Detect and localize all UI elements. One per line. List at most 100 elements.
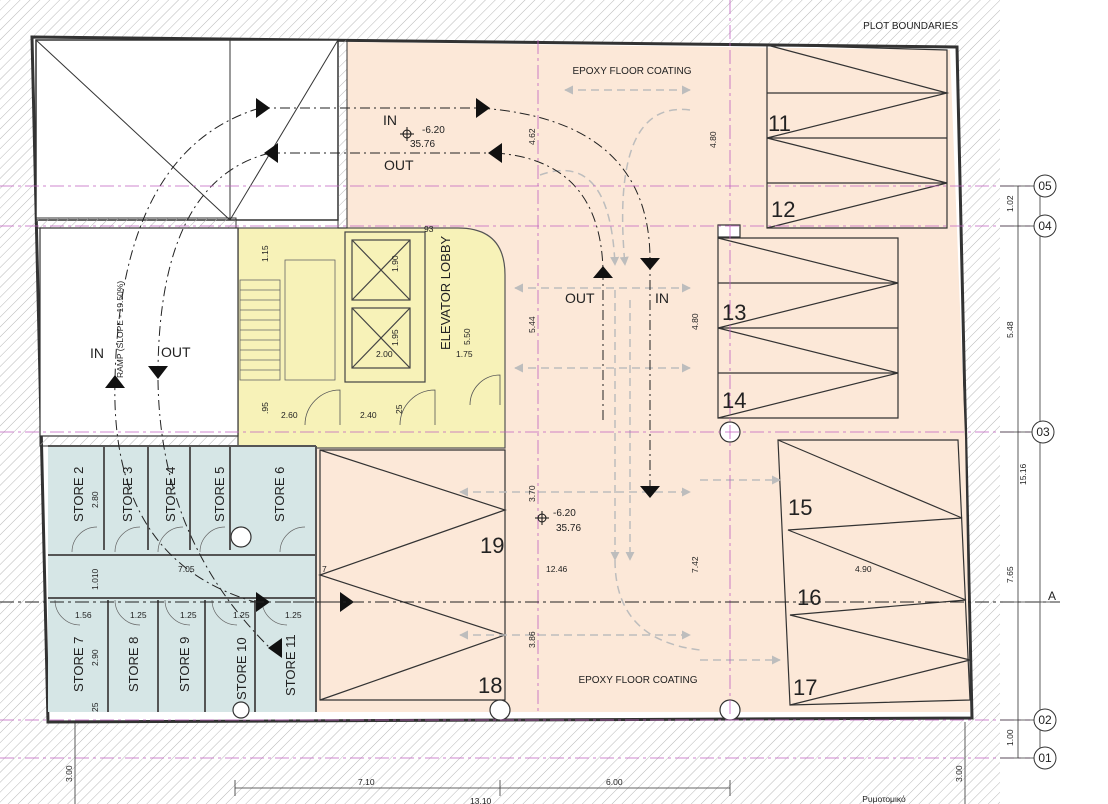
- svg-text:1.15: 1.15: [260, 245, 270, 262]
- right-margin: [1000, 0, 1108, 804]
- svg-text:1.90: 1.90: [390, 255, 400, 272]
- svg-text:7.42: 7.42: [690, 556, 700, 573]
- svg-text:1.25: 1.25: [130, 610, 147, 620]
- level-marker-middle: -6.20 35.76: [535, 508, 581, 534]
- svg-text:1.75: 1.75: [456, 349, 473, 359]
- stores-zone: [48, 446, 316, 712]
- svg-text:15.16: 15.16: [1018, 463, 1028, 485]
- ramp-wall-bottom: [39, 435, 239, 447]
- svg-text:1.010: 1.010: [90, 568, 100, 590]
- store-3: STORE 3: [120, 467, 135, 522]
- svg-text:4.80: 4.80: [690, 313, 700, 330]
- elevator-lobby-label: ELEVATOR LOBBY: [438, 236, 453, 350]
- svg-text:5.48: 5.48: [1005, 321, 1015, 338]
- store-9: STORE 9: [177, 637, 192, 692]
- grid-bubbles: [1031, 174, 1057, 770]
- drive-paths: [114, 107, 651, 649]
- svg-text:4.80: 4.80: [708, 131, 718, 148]
- bay-11: 11: [768, 111, 791, 136]
- svg-text:2.80: 2.80: [90, 491, 100, 508]
- ramp-top-block: [35, 39, 339, 221]
- svg-text:1.00: 1.00: [1005, 729, 1015, 746]
- svg-text:35.76: 35.76: [410, 139, 435, 150]
- svg-text:2.00: 2.00: [376, 349, 393, 359]
- in-label-top: IN: [383, 112, 397, 128]
- svg-text:1.25: 1.25: [285, 610, 302, 620]
- svg-text:2.40: 2.40: [360, 410, 377, 420]
- grid-a: A: [1048, 589, 1056, 603]
- svg-text:1.95: 1.95: [390, 329, 400, 346]
- svg-text:4.90: 4.90: [855, 564, 872, 574]
- dimension-texts: 1.02 5.48 15.16 7.65 1.00 3.00 3.00 4.62…: [64, 128, 1028, 804]
- bottom-dimensions: [74, 722, 966, 804]
- svg-text:3.00: 3.00: [64, 765, 74, 782]
- svg-text:2.60: 2.60: [281, 410, 298, 420]
- bay-12: 12: [771, 197, 795, 222]
- bay-13: 13: [722, 300, 746, 325]
- grid-03: 03: [1036, 425, 1050, 439]
- bay-15: 15: [788, 495, 812, 520]
- svg-text:1.25: 1.25: [180, 610, 197, 620]
- svg-text:5.44: 5.44: [527, 316, 537, 333]
- in-label-ramp: IN: [90, 345, 104, 361]
- epoxy-label-bottom: EPOXY FLOOR COATING: [578, 675, 697, 686]
- svg-text:7.65: 7.65: [1005, 566, 1015, 583]
- svg-text:35.76: 35.76: [556, 523, 581, 534]
- level-marker-top: -6.20 35.76: [400, 125, 445, 150]
- svg-text:2.90: 2.90: [90, 649, 100, 666]
- svg-text:25: 25: [394, 404, 404, 414]
- bay-14: 14: [722, 388, 746, 413]
- svg-text:13.10: 13.10: [470, 796, 492, 804]
- svg-text:7: 7: [322, 564, 327, 574]
- svg-text:1.25: 1.25: [233, 610, 250, 620]
- elevator-lobby-zone: [237, 227, 506, 449]
- store-6: STORE 6: [272, 467, 287, 522]
- in-label-center: IN: [655, 290, 669, 306]
- svg-text:7.10: 7.10: [358, 777, 375, 787]
- svg-text:6.00: 6.00: [606, 777, 623, 787]
- store-7: STORE 7: [71, 637, 86, 692]
- grid-01: 01: [1038, 751, 1052, 765]
- epoxy-label-top: EPOXY FLOOR COATING: [572, 66, 691, 77]
- lobby-doors: [304, 374, 501, 426]
- store-4: STORE 4: [163, 467, 178, 522]
- grid-02: 02: [1038, 713, 1052, 727]
- svg-text:3.86: 3.86: [527, 631, 537, 648]
- store-11: STORE 11: [283, 634, 298, 696]
- out-label-center: OUT: [565, 290, 595, 306]
- svg-text:93: 93: [424, 224, 434, 234]
- plot-boundaries-label: PLOT BOUNDARIES: [863, 21, 958, 32]
- svg-text:25: 25: [90, 702, 100, 712]
- svg-text:-6.20: -6.20: [422, 125, 445, 136]
- stairs: [239, 259, 336, 381]
- svg-text:5.50: 5.50: [462, 328, 472, 345]
- footer-text: Ρυμοτομικό: [862, 794, 906, 804]
- svg-text:4.62: 4.62: [527, 128, 537, 145]
- store-5: STORE 5: [212, 467, 227, 522]
- bay-16: 16: [797, 585, 821, 610]
- ramp-label: RAMP (SLOPE - 19.50%): [115, 281, 125, 378]
- out-label-top: OUT: [384, 157, 414, 173]
- direction-arrows: [105, 98, 660, 658]
- grid-05: 05: [1038, 179, 1052, 193]
- bay-19: 19: [480, 533, 504, 558]
- parking-bays: [318, 44, 971, 706]
- store-8: STORE 8: [126, 637, 141, 692]
- store-2: STORE 2: [71, 467, 86, 522]
- ramp-block: [39, 227, 239, 437]
- parking-area-lower: [316, 437, 970, 712]
- out-label-ramp: OUT: [161, 344, 191, 360]
- ramp-wall-top: [35, 217, 237, 229]
- grid-04: 04: [1038, 219, 1052, 233]
- svg-text:-6.20: -6.20: [553, 508, 576, 519]
- svg-text:1.56: 1.56: [75, 610, 92, 620]
- grid-lines: [0, 0, 1030, 759]
- svg-text:3.00: 3.00: [954, 765, 964, 782]
- svg-text:1.02: 1.02: [1005, 195, 1015, 212]
- svg-text:7.05: 7.05: [178, 564, 195, 574]
- bay-18: 18: [478, 673, 502, 698]
- column-wall: [337, 39, 348, 229]
- svg-text:.95: .95: [260, 402, 270, 414]
- elevators: [344, 231, 426, 383]
